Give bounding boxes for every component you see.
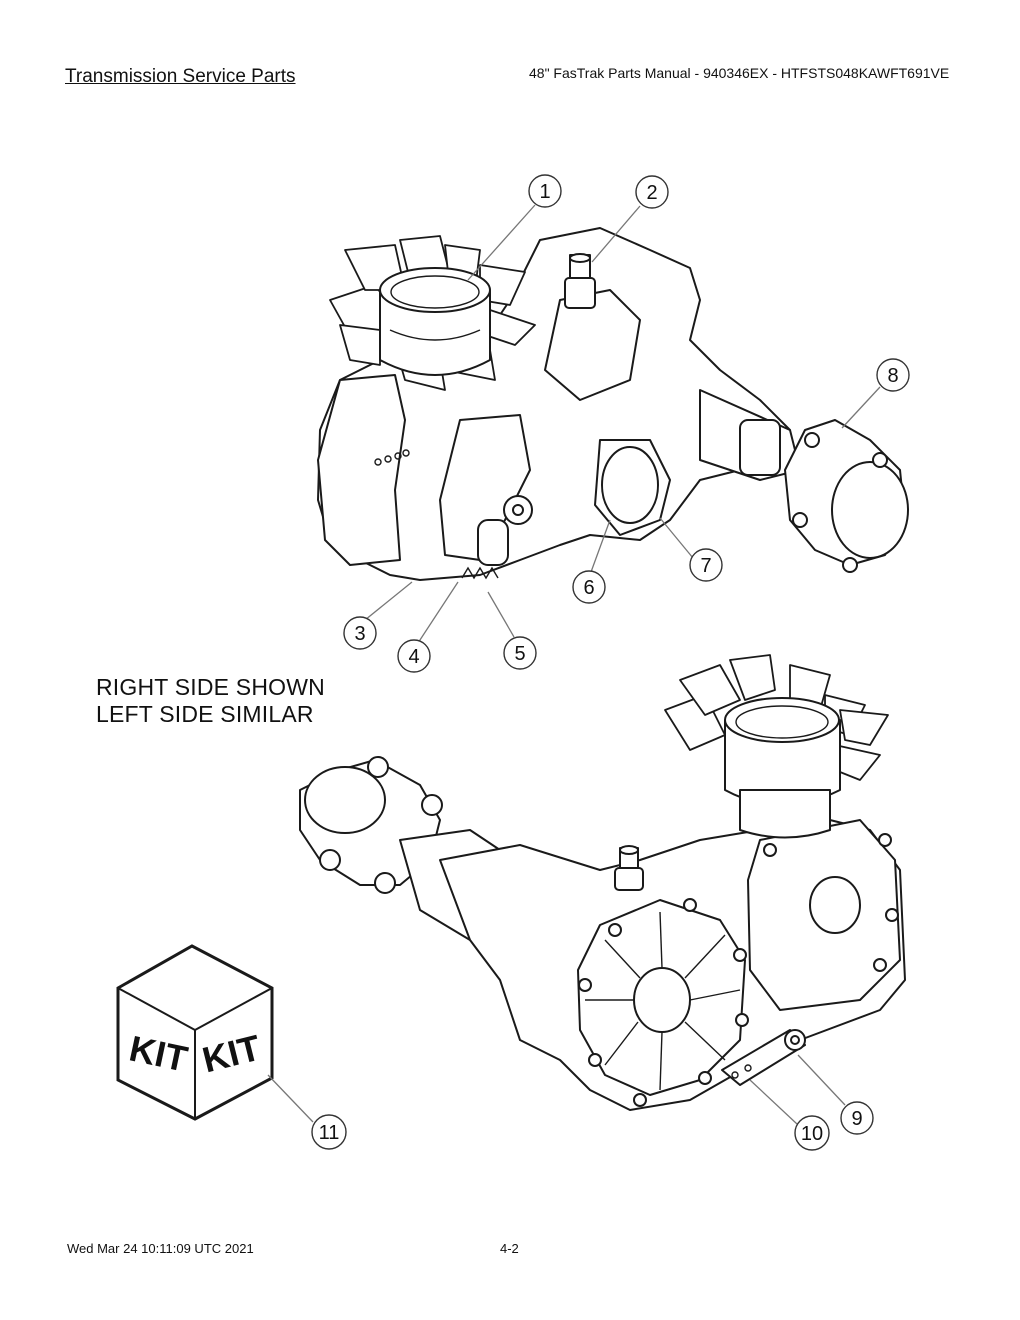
- wheel-hub-top: [784, 419, 909, 573]
- view-note: RIGHT SIDE SHOWN LEFT SIDE SIMILAR: [96, 674, 325, 728]
- transmission-bottom-view: [299, 654, 906, 1111]
- transmission-top-view: [317, 227, 909, 581]
- cooling-fan-top: [329, 235, 536, 391]
- svg-text:11: 11: [319, 1122, 340, 1144]
- svg-text:4: 4: [408, 646, 419, 668]
- page-number: 4-2: [500, 1241, 519, 1256]
- svg-text:5: 5: [514, 643, 525, 665]
- fill-fitting: [564, 253, 596, 309]
- svg-text:3: 3: [354, 623, 365, 645]
- callout-9: 9: [840, 1101, 874, 1135]
- callout-8: 8: [876, 358, 910, 392]
- side-cover: [577, 898, 749, 1107]
- fill-fitting-bottom: [614, 845, 644, 891]
- callout-5: 5: [503, 636, 537, 670]
- callout-3: 3: [343, 616, 377, 650]
- svg-text:10: 10: [801, 1123, 823, 1145]
- cooling-fan-bottom: [664, 654, 889, 839]
- svg-text:1: 1: [539, 181, 550, 203]
- svg-text:6: 6: [583, 577, 594, 599]
- view-note-line-1: RIGHT SIDE SHOWN: [96, 674, 325, 700]
- svg-text:7: 7: [700, 555, 711, 577]
- leader-lines: [267, 204, 881, 1125]
- manual-reference: 48" FasTrak Parts Manual - 940346EX - HT…: [529, 65, 950, 81]
- svg-text:2: 2: [646, 182, 657, 204]
- return-spring: [461, 566, 499, 580]
- bypass-arm: [721, 1029, 806, 1086]
- svg-text:8: 8: [887, 365, 898, 387]
- kit-box-icon: KIT KIT: [116, 944, 274, 1121]
- callout-7: 7: [689, 548, 723, 582]
- callout-10: 10: [794, 1115, 830, 1151]
- page-title: Transmission Service Parts: [65, 66, 296, 87]
- callout-4: 4: [397, 639, 431, 673]
- callout-2: 2: [635, 175, 669, 209]
- view-note-line-2: LEFT SIDE SIMILAR: [96, 701, 314, 727]
- callout-6: 6: [572, 570, 606, 604]
- footer-timestamp: Wed Mar 24 10:11:09 UTC 2021: [67, 1241, 254, 1256]
- callout-1: 1: [528, 174, 562, 208]
- callout-11: 11: [311, 1114, 347, 1150]
- svg-text:9: 9: [851, 1108, 862, 1130]
